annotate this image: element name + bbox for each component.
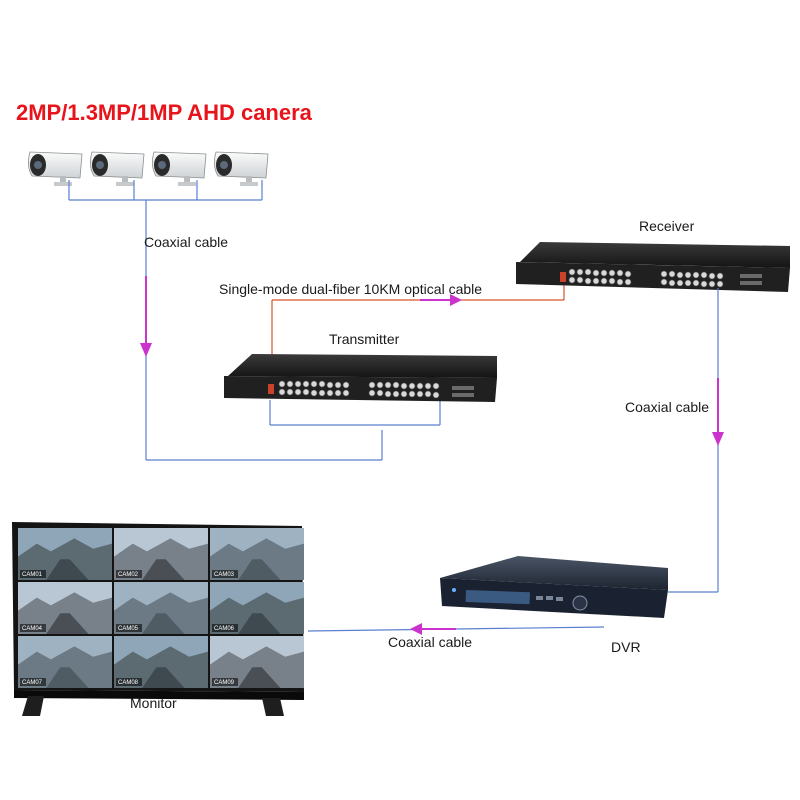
- monitor-tile-label: CAM03: [214, 572, 235, 578]
- monitor-tile-label: CAM07: [22, 680, 43, 686]
- camera-icon: [152, 151, 207, 186]
- monitor-tile: CAM02: [114, 528, 208, 580]
- monitor-tile: CAM09: [210, 636, 304, 688]
- transmitter-fiber-port: [268, 384, 274, 394]
- transmitter-bnc-ports: [278, 380, 440, 399]
- monitor-label: Monitor: [130, 695, 177, 711]
- monitor-tile-label: CAM05: [118, 626, 139, 632]
- monitor-tile-label: CAM01: [22, 572, 43, 578]
- coax-label-camera: Coaxial cable: [144, 234, 228, 250]
- camera-coax-bus: [68, 180, 441, 461]
- monitor-tile: CAM04: [18, 582, 112, 634]
- monitor-tile: CAM05: [114, 582, 208, 634]
- monitor-tile: CAM06: [210, 582, 304, 634]
- monitor-tile-label: CAM02: [118, 572, 139, 578]
- transmitter-device: [224, 354, 497, 402]
- dvr-label: DVR: [611, 639, 641, 655]
- monitor-tile: CAM07: [18, 636, 112, 688]
- camera-icon: [90, 151, 145, 186]
- coax-label-dvr: Coaxial cable: [388, 634, 472, 650]
- camera-icon: [28, 151, 83, 186]
- diagram-title: 2MP/1.3MP/1MP AHD canera: [16, 100, 313, 125]
- dvr-monitor-coax: [307, 623, 605, 635]
- monitor-tile: CAM01: [18, 528, 112, 580]
- monitor-tile-label: CAM08: [118, 680, 139, 686]
- receiver-fiber-port: [560, 272, 566, 282]
- monitor-tile-label: CAM06: [214, 626, 235, 632]
- monitor-tile-label: CAM09: [214, 680, 235, 686]
- coax-label-receiver: Coaxial cable: [625, 399, 709, 415]
- transmitter-label: Transmitter: [329, 331, 400, 347]
- receiver-label: Receiver: [639, 218, 695, 234]
- monitor-tile: CAM08: [114, 636, 208, 688]
- fiber-arrow: [420, 294, 462, 306]
- monitor-tile: CAM03: [210, 528, 304, 580]
- camera-row: [28, 151, 269, 186]
- camera-icon: [214, 151, 269, 186]
- monitor-tile-label: CAM04: [22, 626, 43, 632]
- receiver-dvr-coax: [668, 288, 719, 593]
- dvr-device: [440, 556, 668, 618]
- receiver-bnc-ports: [568, 268, 724, 288]
- coax-arrow: [140, 276, 152, 357]
- receiver-device: [516, 242, 790, 292]
- fiber-label: Single-mode dual-fiber 10KM optical cabl…: [219, 281, 482, 297]
- coax-arrow: [712, 378, 724, 446]
